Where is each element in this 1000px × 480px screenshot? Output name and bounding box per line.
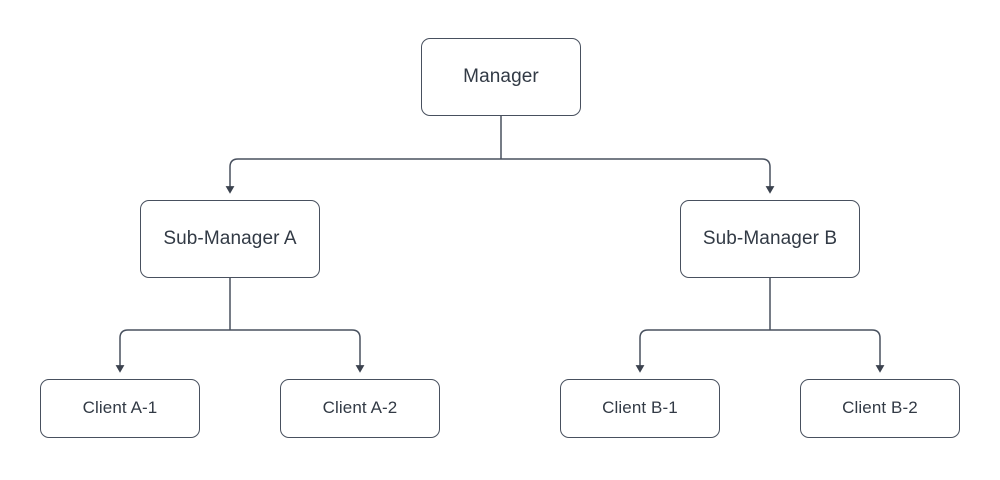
node-client-a-1[interactable]: Client A-1: [40, 379, 200, 438]
node-client-b-1[interactable]: Client B-1: [560, 379, 720, 438]
node-client-a-2-label: Client A-2: [322, 398, 398, 418]
node-client-b-1-label: Client B-1: [602, 398, 678, 418]
node-client-a-1-label: Client A-1: [82, 398, 158, 418]
node-client-a-2[interactable]: Client A-2: [280, 379, 440, 438]
node-sub-manager-b-label: Sub-Manager B: [702, 227, 838, 249]
edge-sub-a-to-client-a-2: [230, 329, 365, 373]
edge-sub-a-to-client-a-1: [115, 329, 230, 373]
node-sub-manager-b[interactable]: Sub-Manager B: [680, 200, 860, 278]
node-sub-manager-a-label: Sub-Manager A: [163, 227, 297, 249]
node-manager[interactable]: Manager: [421, 38, 581, 116]
edge-sub-b-to-client-b-1: [635, 329, 770, 373]
edge-manager-to-sub-b: [501, 158, 775, 194]
node-client-b-2[interactable]: Client B-2: [800, 379, 960, 438]
node-manager-label: Manager: [463, 65, 539, 87]
edge-manager-to-sub-a: [225, 158, 501, 194]
node-client-b-2-label: Client B-2: [842, 398, 918, 418]
edge-sub-b-to-client-b-2: [770, 329, 885, 373]
node-sub-manager-a[interactable]: Sub-Manager A: [140, 200, 320, 278]
